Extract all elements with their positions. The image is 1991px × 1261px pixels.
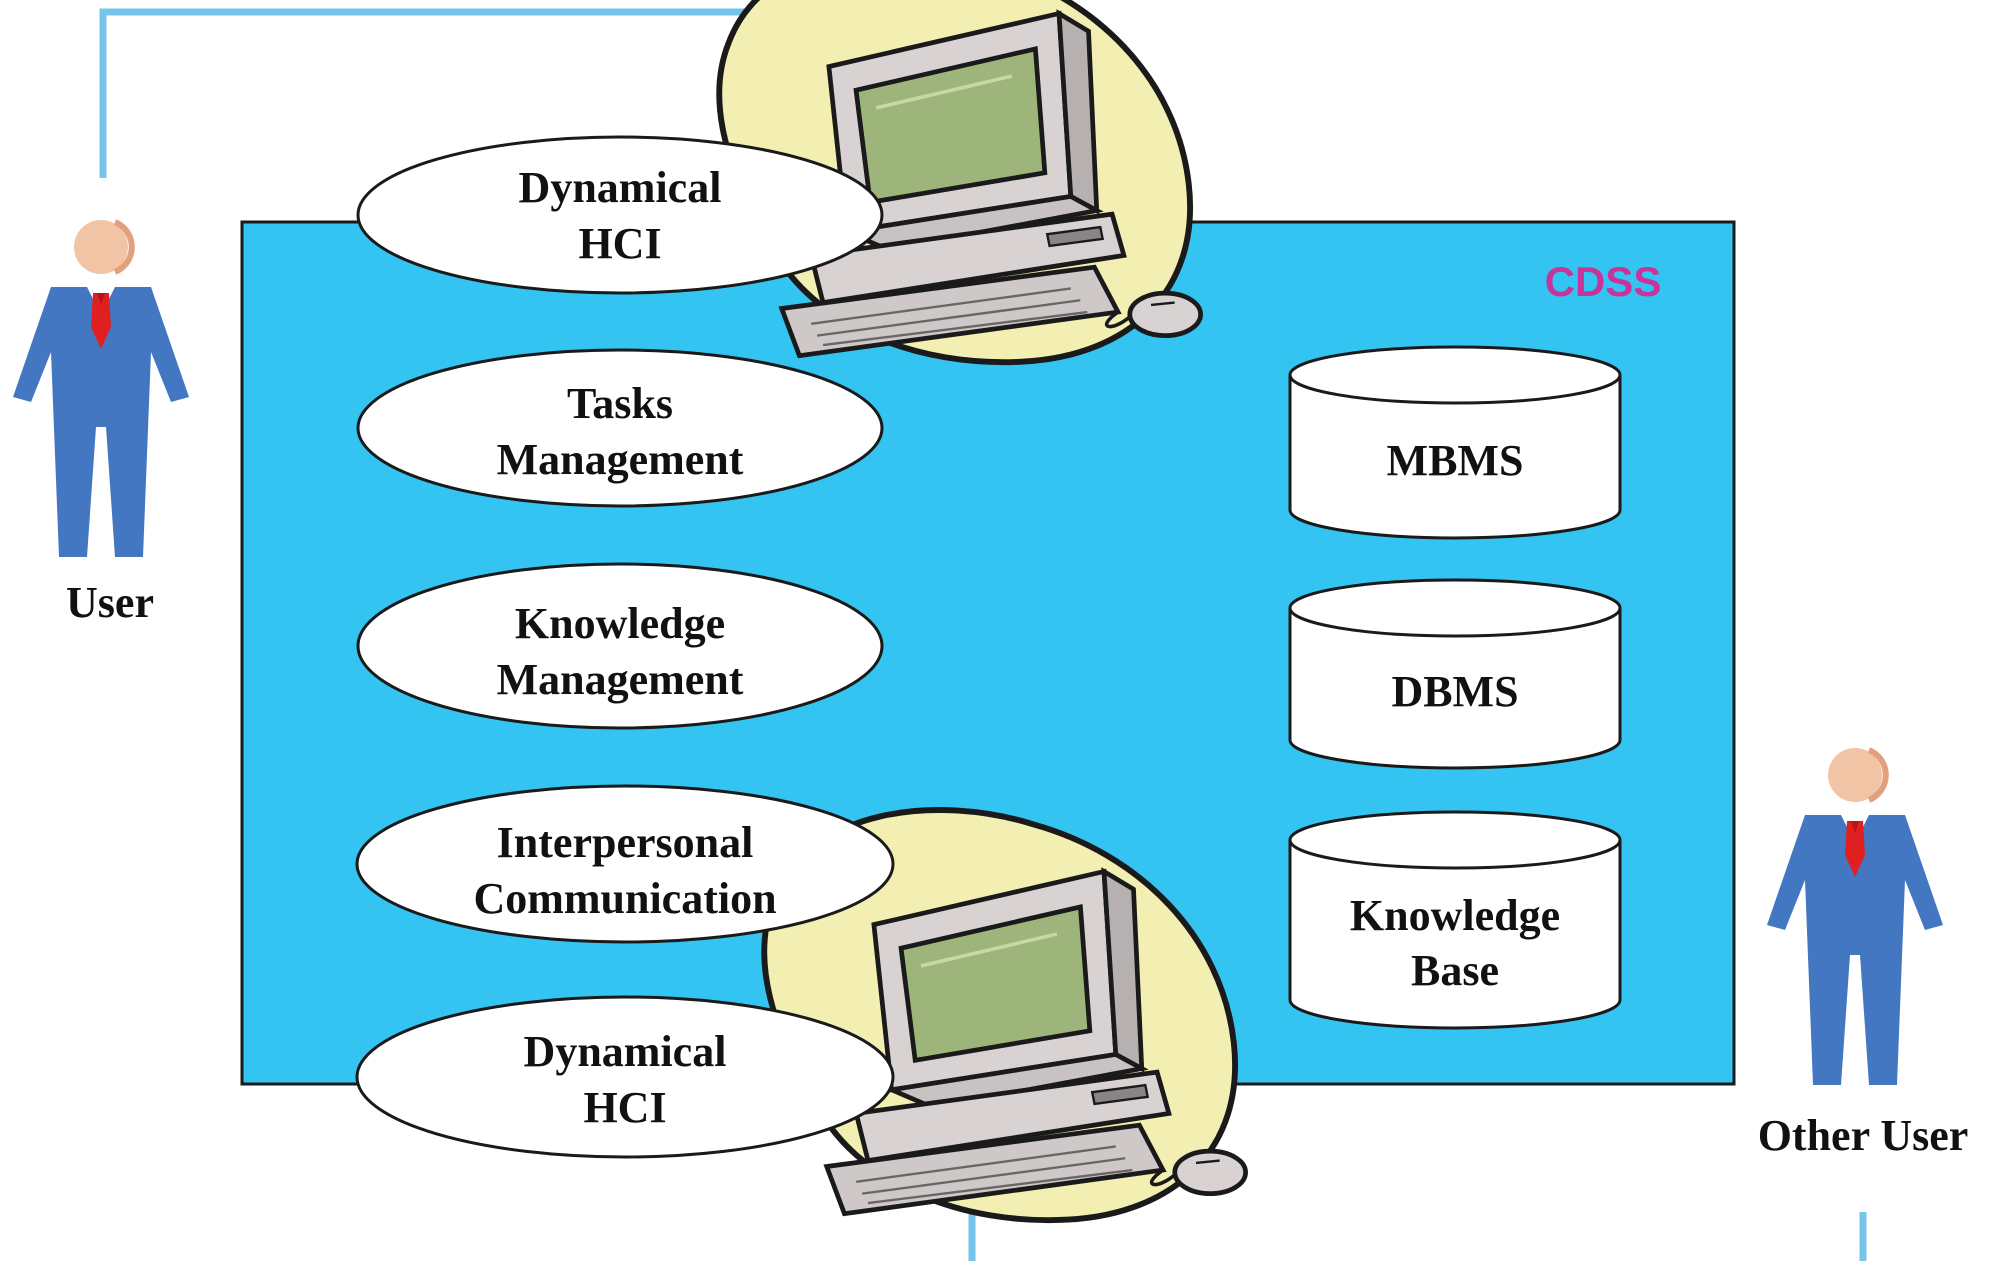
module-label: Management <box>497 435 744 484</box>
store-label: Base <box>1411 946 1499 995</box>
other-user-figure-icon <box>1767 748 1943 1085</box>
module-label: HCI <box>583 1083 666 1132</box>
other-user-label: Other User <box>1758 1111 1969 1160</box>
store-dbms: DBMS <box>1288 578 1622 770</box>
module-label: Dynamical <box>519 163 722 212</box>
module-tasks-management: Tasks Management <box>356 348 884 508</box>
module-label: HCI <box>578 219 661 268</box>
store-label: Knowledge <box>1350 891 1560 940</box>
other-user-connector-line <box>968 1205 1867 1261</box>
module-dynamical-hci-bottom: Dynamical HCI <box>355 995 895 1159</box>
module-label: Tasks <box>567 379 673 428</box>
cdss-title: CDSS <box>1545 258 1662 305</box>
module-label: Dynamical <box>524 1027 727 1076</box>
module-label: Knowledge <box>515 599 725 648</box>
module-label: Interpersonal <box>497 818 754 867</box>
store-knowledge-base: Knowledge Base <box>1288 810 1622 1030</box>
store-label: DBMS <box>1391 667 1518 716</box>
module-interpersonal-communication: Interpersonal Communication <box>355 784 895 944</box>
store-label: MBMS <box>1387 436 1524 485</box>
module-knowledge-management: Knowledge Management <box>356 562 884 730</box>
module-dynamical-hci-top: Dynamical HCI <box>356 135 884 295</box>
module-label: Communication <box>473 874 776 923</box>
module-label: Management <box>497 655 744 704</box>
user-figure-icon <box>13 220 189 557</box>
user-label: User <box>66 578 154 627</box>
store-mbms: MBMS <box>1288 345 1622 540</box>
